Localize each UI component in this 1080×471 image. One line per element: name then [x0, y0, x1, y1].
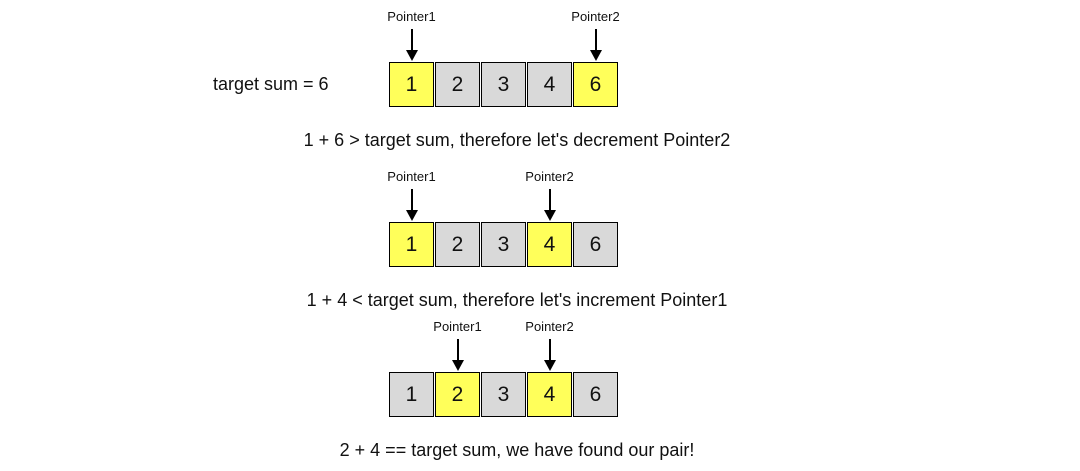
array-cell: 1	[389, 62, 434, 107]
pointer-label: Pointer2	[571, 9, 620, 24]
arrow-down-icon	[589, 29, 602, 61]
target-sum-label: target sum = 6	[213, 74, 329, 94]
arrow-down-icon	[405, 189, 418, 221]
arrow-down-icon	[451, 339, 464, 371]
array-cell: 6	[573, 372, 618, 417]
array-cell: 6	[573, 62, 618, 107]
array-cell: 2	[435, 222, 480, 267]
array-cell: 3	[481, 222, 526, 267]
arrow-down-icon	[543, 339, 556, 371]
array-cell: 1	[389, 372, 434, 417]
array: 1 2 3 4 6	[389, 222, 618, 267]
array-cell: 2	[435, 372, 480, 417]
array-cell: 1	[389, 222, 434, 267]
array-cell: 4	[527, 222, 572, 267]
pointer-2: Pointer2	[556, 9, 636, 61]
pointer-label: Pointer1	[387, 9, 436, 24]
pointer-label: Pointer1	[433, 319, 482, 334]
pointer-label: Pointer2	[525, 169, 574, 184]
step-caption: 1 + 4 < target sum, therefore let's incr…	[306, 290, 728, 310]
array-cell: 6	[573, 222, 618, 267]
pointer-2: Pointer2	[510, 319, 590, 371]
pointer-1: Pointer1	[418, 319, 498, 371]
array: 1 2 3 4 6	[389, 62, 618, 107]
array-cell: 3	[481, 62, 526, 107]
array-cell: 3	[481, 372, 526, 417]
array: 1 2 3 4 6	[389, 372, 618, 417]
pointer-2: Pointer2	[510, 169, 590, 221]
pointer-label: Pointer2	[525, 319, 574, 334]
arrow-down-icon	[405, 29, 418, 61]
array-cell: 4	[527, 372, 572, 417]
step-caption: 2 + 4 == target sum, we have found our p…	[339, 440, 695, 460]
pointer-1: Pointer1	[372, 9, 452, 61]
array-cell: 4	[527, 62, 572, 107]
pointer-label: Pointer1	[387, 169, 436, 184]
pointer-1: Pointer1	[372, 169, 452, 221]
array-cell: 2	[435, 62, 480, 107]
step-caption: 1 + 6 > target sum, therefore let's decr…	[303, 130, 731, 150]
arrow-down-icon	[543, 189, 556, 221]
